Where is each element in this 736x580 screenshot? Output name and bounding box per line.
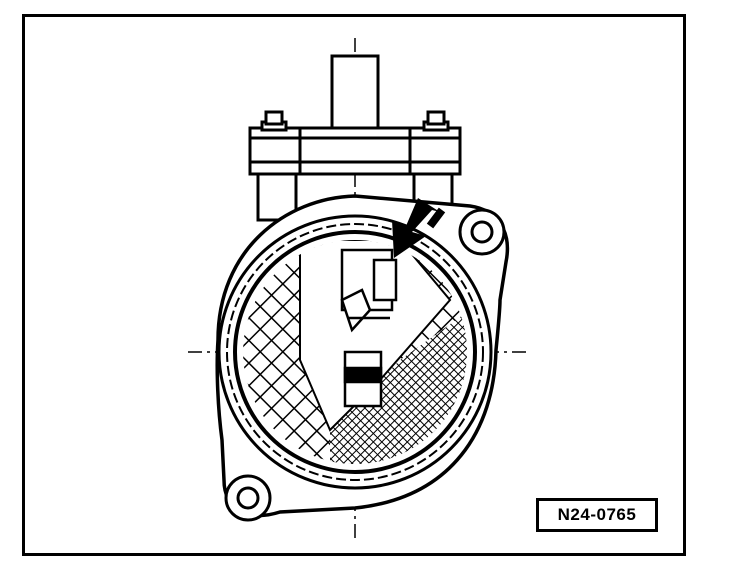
arrow-icon [392,198,446,258]
mounting-lug-lower [224,474,272,522]
connector-pipe [330,54,380,136]
flange-screw-right [422,110,450,132]
flange-screw-left [260,110,288,132]
figure-reference-code: N24-0765 [536,498,658,532]
sensor-element [340,248,398,408]
bore-rings [217,214,493,490]
mounting-lug-upper [458,208,506,256]
